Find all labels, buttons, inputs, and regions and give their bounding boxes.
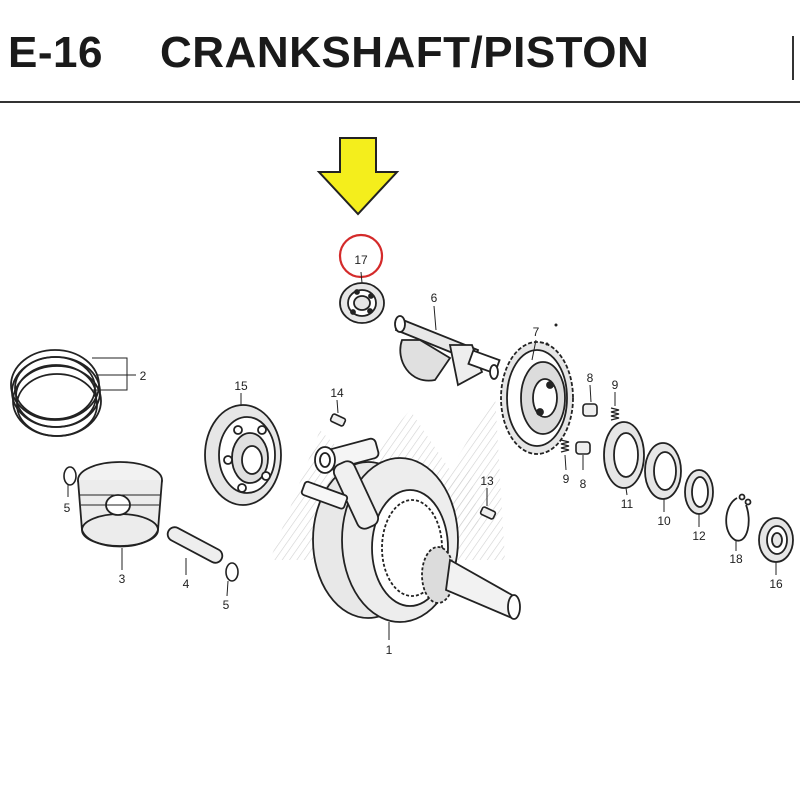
part-10-washer [644, 442, 682, 500]
section-code: E-16 [8, 28, 103, 77]
part-13-woodruff-key [479, 506, 497, 520]
callout-3: 3 [119, 572, 126, 586]
part-18-circlip [725, 493, 752, 542]
callout-9: 9 [563, 472, 570, 486]
part-14-woodruff-key [329, 413, 347, 427]
callout-14: 14 [330, 386, 344, 400]
part-7-drive-gear [500, 341, 574, 455]
part-8-dowel-lower [575, 441, 591, 455]
callout-8: 8 [587, 371, 594, 385]
callout-7: 7 [533, 325, 540, 339]
header: E-16 CRANKSHAFT/PISTON [0, 0, 800, 104]
callout-8: 8 [580, 477, 587, 491]
part-12-ring [684, 469, 714, 515]
part-5-clip-lower [225, 562, 239, 582]
callout-5: 5 [64, 501, 71, 515]
mark-dot [554, 323, 558, 327]
callout-5: 5 [223, 598, 230, 612]
header-rule [0, 101, 800, 103]
callout-9: 9 [612, 378, 619, 392]
callout-11: 11 [621, 497, 634, 511]
callout-18: 18 [729, 552, 743, 566]
callout-15: 15 [234, 379, 248, 393]
callout-6: 6 [431, 291, 438, 305]
part-6-balancer-shaft [394, 315, 501, 387]
part-15-main-bearing [204, 404, 282, 506]
part-3-piston [77, 461, 163, 548]
highlight-arrow [316, 137, 400, 216]
part-16-bearing [758, 517, 794, 563]
callout-17: 17 [354, 253, 368, 267]
part-2-piston-ring-set [10, 349, 102, 437]
callout-16: 16 [769, 577, 783, 591]
part-11-thrust-washer [603, 421, 645, 489]
part-5-clip-upper [63, 466, 77, 486]
part-1-crankshaft-assembly [300, 437, 521, 623]
callout-12: 12 [692, 529, 706, 543]
part-8-dowel-upper [582, 403, 598, 417]
mark-dot [545, 342, 549, 346]
callout-labels: 17 6 7 2 8 9 15 14 9 8 13 11 5 10 12 18 … [64, 253, 783, 657]
section-title: CRANKSHAFT/PISTON [160, 28, 650, 77]
edge-tick [792, 36, 794, 80]
callout-2: 2 [140, 369, 147, 383]
part-17-bearing [339, 282, 385, 324]
callout-1: 1 [386, 643, 393, 657]
part-9-spring-upper [610, 407, 620, 421]
callout-10: 10 [657, 514, 671, 528]
callout-4: 4 [183, 577, 190, 591]
part-9-spring-lower [560, 439, 570, 453]
part-4-piston-pin [166, 526, 224, 564]
callout-13: 13 [480, 474, 494, 488]
